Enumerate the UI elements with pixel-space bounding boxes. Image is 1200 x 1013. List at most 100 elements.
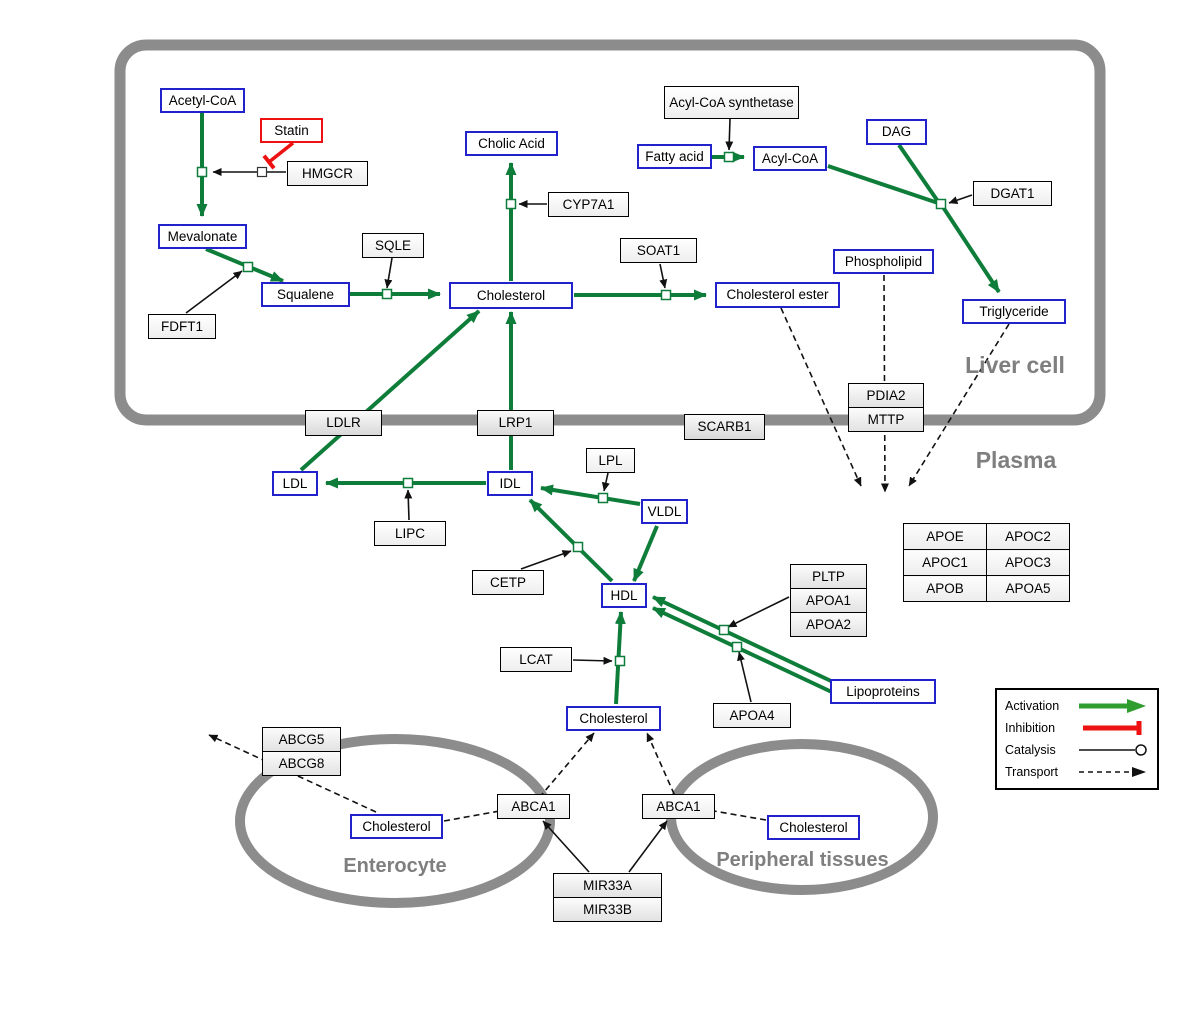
anchor-lpl: [597, 492, 609, 504]
node-scarb1[interactable]: SCARB1: [684, 414, 765, 440]
anchor-apoa4: [731, 641, 743, 653]
node-abca1-peripheral[interactable]: ABCA1: [642, 794, 715, 819]
anchor-acs: [723, 151, 735, 163]
edge-anchors: [196, 151, 947, 667]
node-cholesterol-liver[interactable]: Cholesterol: [449, 282, 573, 309]
legend: Activation Inhibition Catalysis Transpor…: [995, 688, 1159, 790]
legend-row-inhibition: Inhibition: [1005, 717, 1149, 739]
transport-dashed-arrow-icon: [1079, 767, 1146, 777]
stack-pltp-apoa1-apoa2: PLTP APOA1 APOA2: [790, 564, 867, 637]
node-apoa1[interactable]: APOA1: [790, 588, 867, 613]
edge-lipoproteins-hdl-1: [652, 595, 832, 683]
edge-lpl-catalysis: [601, 472, 610, 492]
liver-cell-label: Liver cell: [965, 352, 1065, 378]
node-lcat[interactable]: LCAT: [500, 647, 572, 672]
node-pdia2[interactable]: PDIA2: [848, 383, 924, 408]
node-hdl[interactable]: HDL: [601, 583, 647, 608]
enterocyte-label: Enterocyte: [343, 855, 447, 877]
node-apoa4[interactable]: APOA4: [713, 703, 791, 728]
edge-vldl-idl: [540, 484, 641, 506]
node-mevalonate[interactable]: Mevalonate: [158, 224, 247, 249]
anchor-dgat1: [935, 198, 947, 210]
node-apoa2[interactable]: APOA2: [790, 612, 867, 637]
node-cholesterol-plasma[interactable]: Cholesterol: [566, 706, 661, 731]
node-vldl[interactable]: VLDL: [641, 499, 688, 524]
statin-target-anchor: [256, 166, 268, 178]
node-apoa5[interactable]: APOA5: [986, 575, 1070, 602]
node-squalene[interactable]: Squalene: [261, 282, 350, 307]
node-cholesterol-peripheral[interactable]: Cholesterol: [767, 815, 860, 840]
edge-phospholipid-secretion: [880, 274, 889, 493]
legend-row-activation: Activation: [1005, 695, 1149, 717]
node-soat1[interactable]: SOAT1: [620, 238, 697, 263]
catalysis-edges: [185, 118, 973, 873]
node-sqle[interactable]: SQLE: [362, 233, 424, 258]
node-pltp[interactable]: PLTP: [790, 564, 867, 589]
node-lpl[interactable]: LPL: [586, 448, 635, 473]
node-ldlr[interactable]: LDLR: [305, 410, 382, 436]
node-lipc[interactable]: LIPC: [374, 521, 446, 546]
legend-row-transport: Transport: [1005, 761, 1149, 783]
edge-lipc-catalysis: [404, 489, 413, 521]
edge-sqle-catalysis: [384, 257, 393, 289]
node-apob[interactable]: APOB: [903, 575, 987, 602]
node-fdft1[interactable]: FDFT1: [148, 314, 216, 339]
edge-cetp-catalysis: [520, 550, 572, 570]
edge-dgat1-catalysis: [948, 194, 973, 204]
anchor-soat1: [660, 289, 672, 301]
node-mttp[interactable]: MTTP: [848, 407, 924, 432]
legend-activation-label: Activation: [1005, 699, 1060, 713]
node-abca1-enterocyte[interactable]: ABCA1: [497, 794, 570, 819]
edge-lipoproteins-hdl-2: [652, 606, 837, 696]
activation-edges: [196, 113, 1001, 705]
node-cholesterol-ester[interactable]: Cholesterol ester: [715, 282, 840, 308]
stack-mir33a-mir33b: MIR33A MIR33B: [553, 873, 662, 922]
node-apoc3[interactable]: APOC3: [986, 549, 1070, 576]
node-abcg5[interactable]: ABCG5: [262, 727, 341, 752]
legend-inhibition-label: Inhibition: [1005, 721, 1056, 735]
legend-catalysis-label: Catalysis: [1005, 743, 1056, 757]
node-dag[interactable]: DAG: [866, 119, 927, 145]
node-apoc2[interactable]: APOC2: [986, 523, 1070, 550]
edge-cholesterolester-secretion: [780, 307, 862, 487]
node-acetyl-coa[interactable]: Acetyl-CoA: [160, 88, 245, 113]
edge-lcat-catalysis: [572, 656, 613, 665]
peripheral-tissues-label: Peripheral tissues: [716, 849, 889, 871]
node-cetp[interactable]: CETP: [472, 570, 544, 595]
node-acyl-coa-synthetase[interactable]: Acyl-CoA synthetase: [664, 86, 799, 119]
edge-acylcoa-synthetase-catalysis: [725, 118, 734, 151]
apolipoprotein-table: APOE APOC2 APOC1 APOC3 APOB APOA5: [903, 523, 1070, 602]
node-triglyceride[interactable]: Triglyceride: [962, 299, 1066, 324]
catalysis-circle-icon: [1079, 744, 1147, 756]
node-hmgcr[interactable]: HMGCR: [287, 161, 368, 186]
node-cyp7a1[interactable]: CYP7A1: [548, 192, 629, 217]
node-lrp1[interactable]: LRP1: [477, 410, 554, 436]
anchor-hmgcr: [196, 166, 208, 178]
node-cholic-acid[interactable]: Cholic Acid: [465, 131, 558, 156]
edge-soat1-catalysis: [659, 263, 668, 289]
node-fatty-acid[interactable]: Fatty acid: [637, 144, 712, 169]
anchor-apoa-stack: [718, 624, 730, 636]
node-phospholipid[interactable]: Phospholipid: [833, 249, 934, 274]
node-apoc1[interactable]: APOC1: [903, 549, 987, 576]
node-abcg8[interactable]: ABCG8: [262, 751, 341, 776]
node-cholesterol-enterocyte[interactable]: Cholesterol: [350, 814, 443, 839]
node-lipoproteins[interactable]: Lipoproteins: [830, 679, 936, 704]
node-idl[interactable]: IDL: [487, 471, 533, 496]
anchor-cetp: [572, 541, 584, 553]
anchor-lipc: [402, 477, 414, 489]
node-ldl[interactable]: LDL: [272, 471, 318, 496]
stack-abcg5-abcg8: ABCG5 ABCG8: [262, 727, 341, 776]
node-statin[interactable]: Statin: [260, 118, 323, 143]
activation-arrow-icon: [1079, 699, 1146, 713]
edge-cholesterol-peripheral-abca1: [646, 732, 767, 821]
node-acyl-coa[interactable]: Acyl-CoA: [753, 146, 827, 171]
legend-row-catalysis: Catalysis: [1005, 739, 1149, 761]
edge-statin-inhibition: [262, 141, 295, 170]
node-dgat1[interactable]: DGAT1: [973, 181, 1052, 206]
node-mir33a[interactable]: MIR33A: [553, 873, 662, 898]
node-mir33b[interactable]: MIR33B: [553, 897, 662, 922]
node-apoe[interactable]: APOE: [903, 523, 987, 550]
